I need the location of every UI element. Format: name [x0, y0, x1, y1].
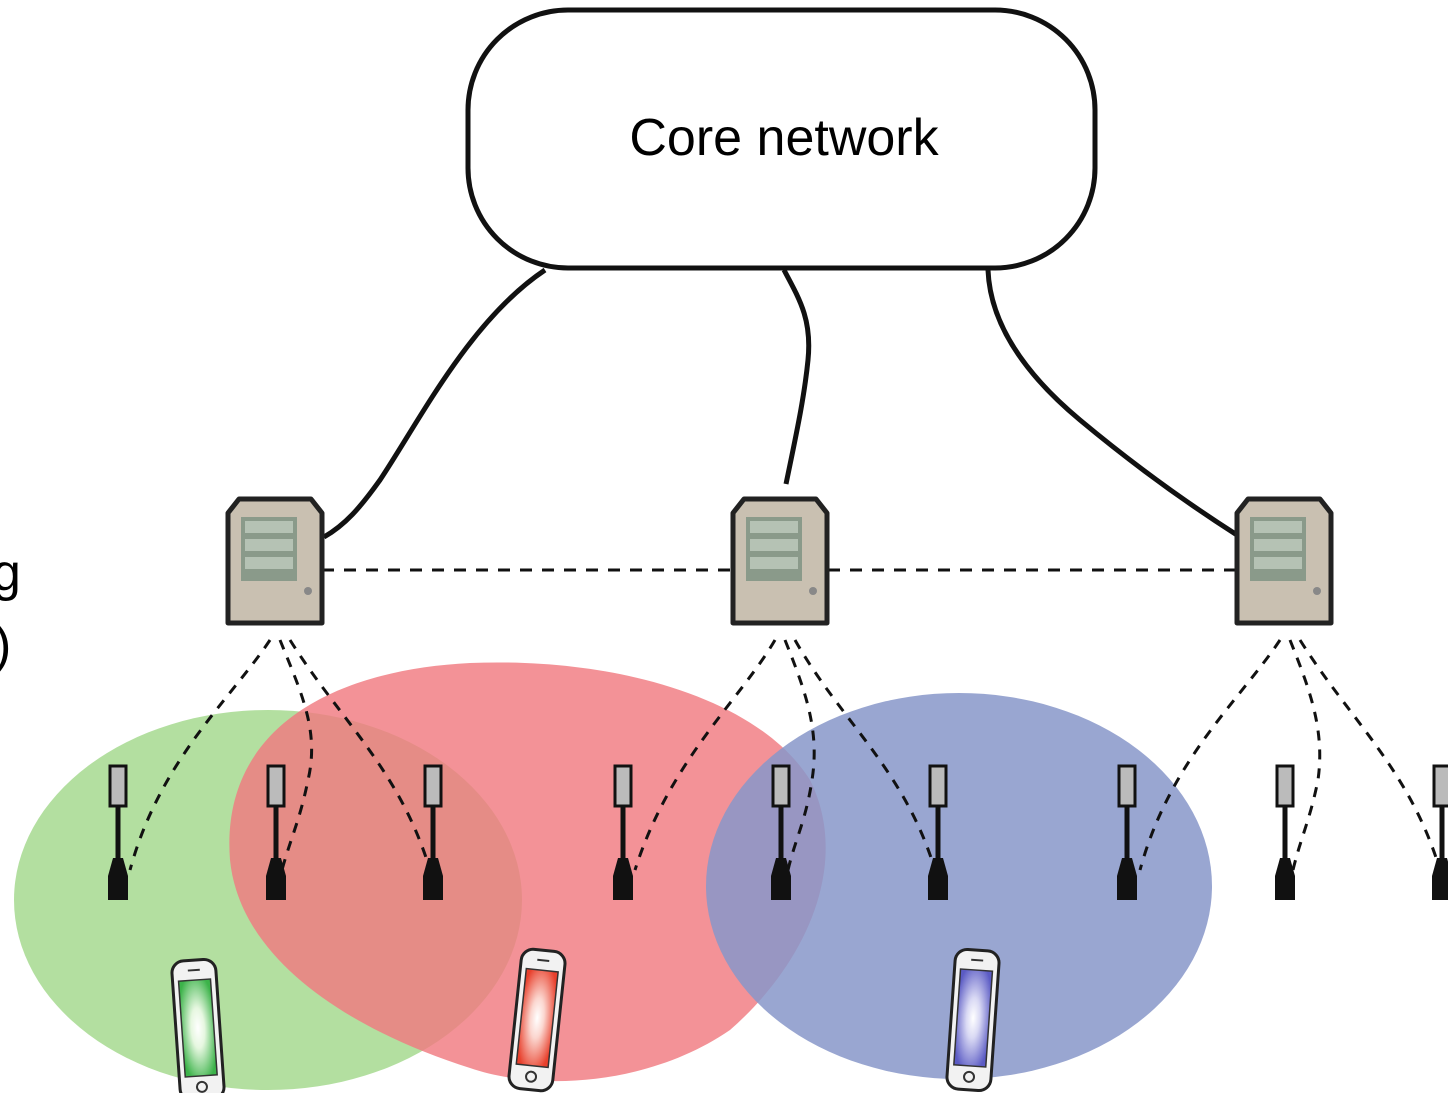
red-cluster — [229, 662, 826, 1082]
link-core-center — [781, 268, 812, 485]
antenna-9 — [1432, 766, 1448, 900]
green-phone — [170, 957, 226, 1093]
server-center — [733, 499, 827, 623]
edge-label-fragment-1: g — [0, 544, 21, 602]
blue-cluster — [706, 693, 1212, 1079]
link-core-right — [985, 269, 1239, 538]
server-right — [1237, 499, 1331, 623]
blue-phone — [945, 947, 1001, 1093]
edge-label-fragment-2: ) — [0, 616, 11, 674]
core-network-node: Core network — [465, 7, 1098, 271]
core-network-label: Core network — [629, 109, 939, 167]
server-left — [228, 499, 322, 623]
antenna-8 — [1275, 766, 1295, 900]
link-core-left — [322, 267, 547, 540]
red-phone — [507, 947, 567, 1093]
fronthaul-links — [128, 639, 1442, 871]
